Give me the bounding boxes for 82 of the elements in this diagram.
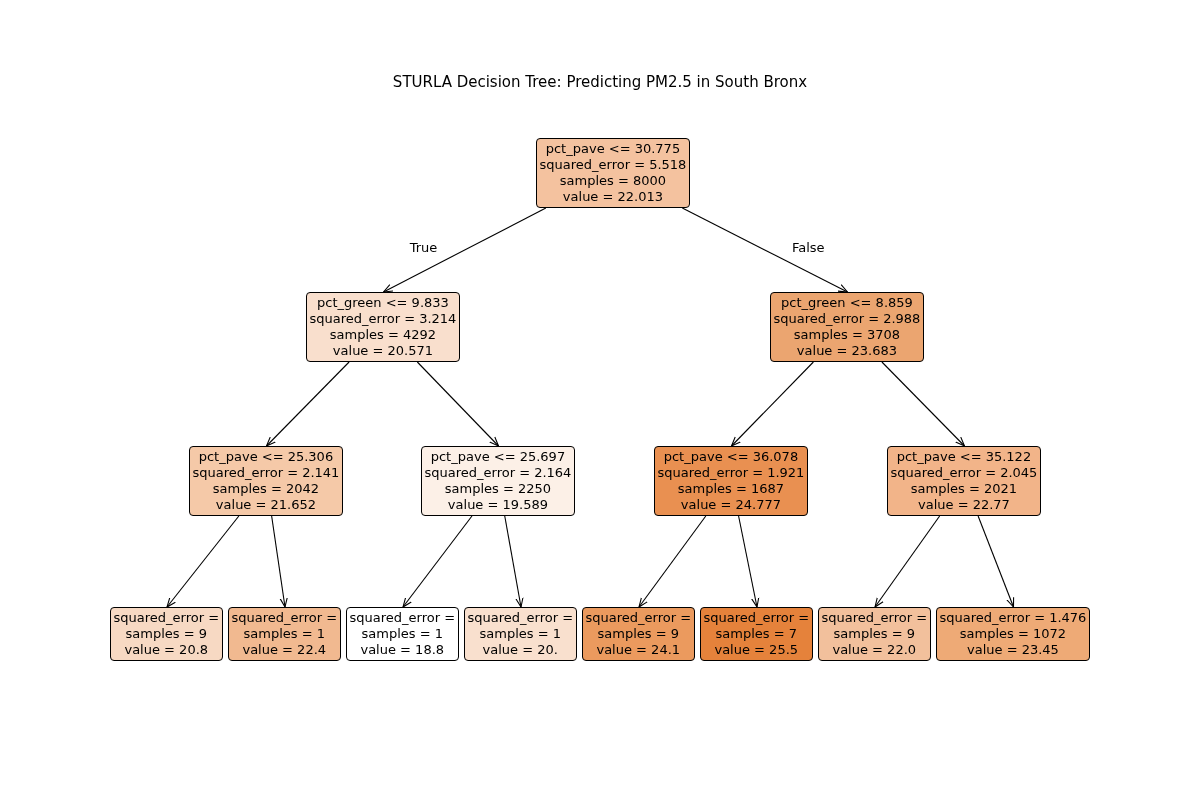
node-text: value = 25.5 [713,642,800,658]
node-text: value = 20.8 [123,642,210,658]
arrow [638,515,707,608]
leaf-node-box [463,607,578,661]
leaf-node-box [581,607,696,661]
arrow [265,361,350,447]
node-text: value = 24.1 [595,642,682,658]
node-text: squared_error = [585,610,692,626]
node-text: samples = 8000 [558,173,668,189]
node-text: value = 22.77 [917,497,1011,513]
node-text: squared_error = [113,610,220,626]
node-text: pct_pave <= 25.697 [429,449,567,465]
node-text: samples = 4292 [328,327,438,343]
leaf-node-box [109,607,224,661]
node-text: squared_error = 2.045 [890,465,1038,481]
node-text: value = 24.777 [679,497,782,513]
split-node-box [769,292,925,362]
node-text: samples = 3708 [792,327,902,343]
node-text: samples = 1 [360,626,444,642]
leaf-node-box [935,607,1091,661]
leaf-node-box [699,607,814,661]
node-text: samples = 1 [242,626,326,642]
node-text: squared_error = 2.988 [773,311,921,327]
node-text: squared_error = [703,610,810,626]
leaf-node-box [817,607,932,661]
arrow [402,515,473,608]
node-text: samples = 9 [596,626,680,642]
arrow [504,515,524,608]
split-node-box [188,446,344,516]
arrow [730,361,814,447]
node-text: samples = 2042 [211,481,321,497]
node-text: squared_error = 5.518 [539,157,687,173]
leaf-node-box [227,607,342,661]
node-text: samples = 1 [478,626,562,642]
node-text: value = 22.013 [561,189,664,205]
node-text: squared_error = [349,610,456,626]
arrow [271,515,288,608]
node-text: samples = 2250 [443,481,553,497]
node-text: value = 20. [481,642,559,658]
arrow [738,515,760,608]
node-text: squared_error = 2.141 [192,465,340,481]
node-text: value = 18.8 [359,642,446,658]
node-text: value = 23.45 [966,642,1060,658]
node-text: value = 21.652 [214,497,317,513]
node-text: samples = 1687 [676,481,786,497]
node-text: squared_error = 2.164 [424,465,572,481]
node-text: samples = 9 [124,626,208,642]
node-text: samples = 2021 [909,481,1019,497]
node-text: samples = 9 [832,626,916,642]
node-text: value = 20.571 [331,343,434,359]
node-text: value = 22.4 [241,642,328,658]
node-text: pct_green <= 8.859 [780,295,914,311]
split-node-box [305,292,461,362]
split-node-box [653,446,809,516]
arrow [382,207,547,293]
node-text: value = 23.683 [795,343,898,359]
node-text: pct_pave <= 36.078 [662,449,800,465]
split-node-box [535,138,691,208]
node-text: samples = 7 [714,626,798,642]
node-text: squared_error = [821,610,928,626]
leaf-node-box [345,607,460,661]
node-text: pct_green <= 9.833 [316,295,450,311]
node-text: squared_error = [231,610,338,626]
node-text: samples = 1072 [958,626,1068,642]
arrow [166,515,240,608]
node-text: squared_error = 1.921 [657,465,805,481]
arrow [881,361,966,447]
arrow [874,515,941,608]
arrow [977,515,1015,608]
node-text: squared_error = 1.476 [939,610,1087,626]
split-node-box [886,446,1042,516]
node-text: pct_pave <= 25.306 [197,449,335,465]
node-text: squared_error = 3.214 [309,311,457,327]
node-text: squared_error = [467,610,574,626]
split-node-box [420,446,576,516]
node-text: pct_pave <= 35.122 [895,449,1033,465]
arrow [416,361,500,447]
chart-title: STURLA Decision Tree: Predicting PM2.5 in South Bronx [392,73,808,91]
node-text: value = 22.0 [831,642,918,658]
arrow [681,207,849,293]
node-text: value = 19.589 [446,497,549,513]
node-text: pct_pave <= 30.775 [544,141,682,157]
